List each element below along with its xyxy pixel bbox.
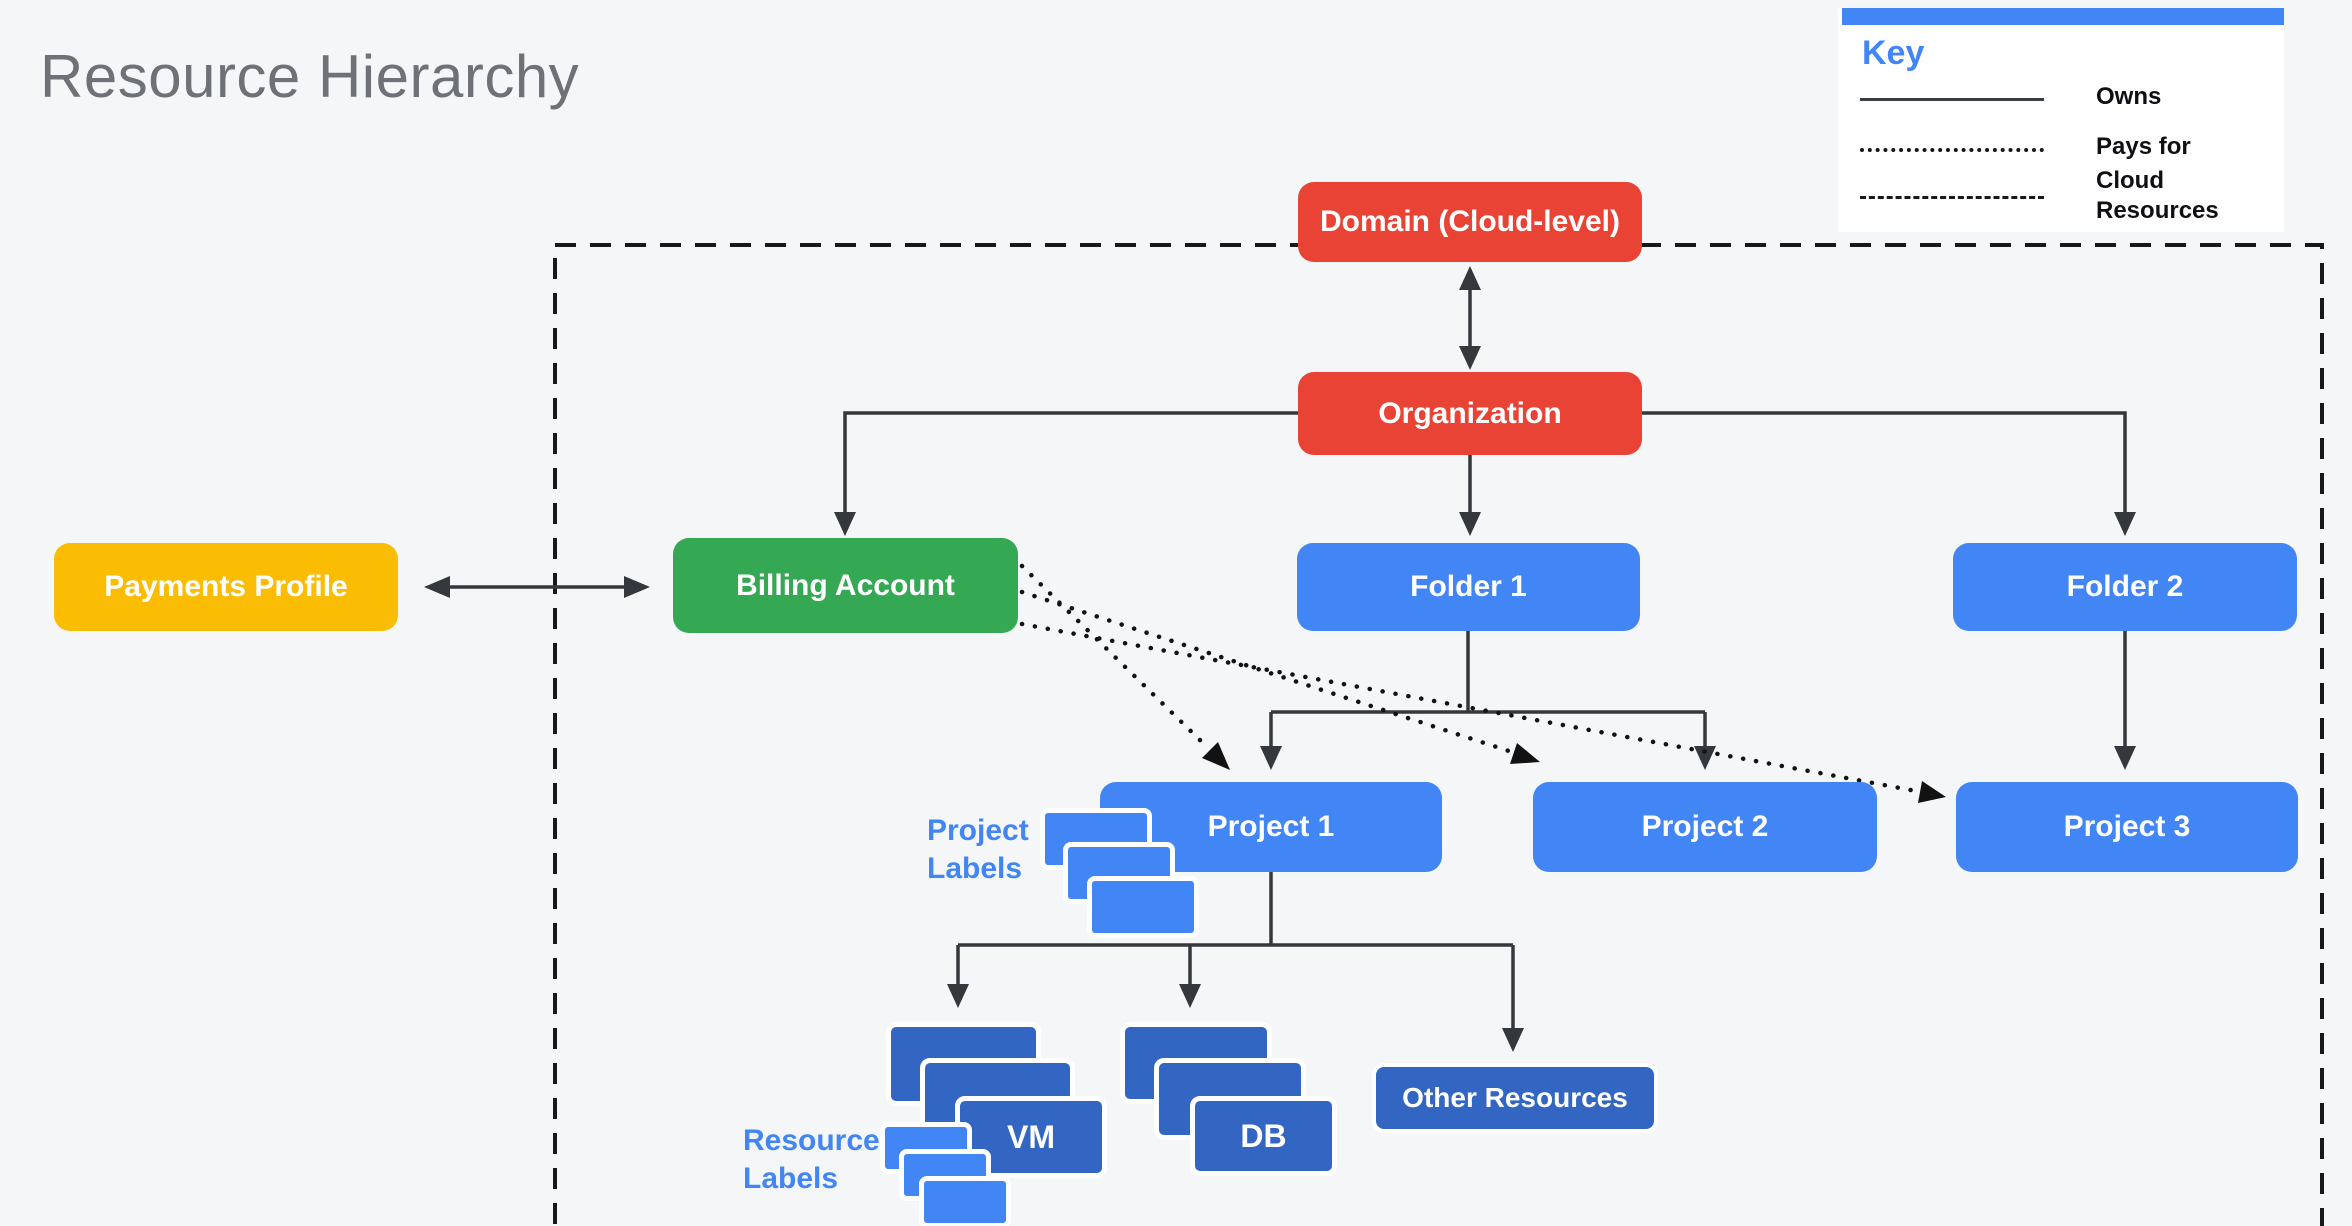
- project-labels-annotation: Project Labels: [927, 814, 1029, 885]
- legend-label-pays-for: Pays for: [2096, 133, 2191, 160]
- folder-1-node: Folder 1: [1297, 543, 1640, 631]
- organization-node: Organization: [1298, 372, 1642, 455]
- legend-line-pays-for-icon: [1860, 148, 2044, 152]
- legend-label-cloud-resources: Cloud Resources: [2096, 167, 2219, 224]
- owns-connectors: [424, 266, 2136, 1052]
- pays-for-connectors: [1019, 563, 1946, 803]
- resource-label-tag-icon: [919, 1176, 1011, 1226]
- domain-node: Domain (Cloud-level): [1298, 182, 1642, 262]
- project-2-node: Project 2: [1533, 782, 1877, 872]
- key-panel: Key Owns Pays for Cloud Resources: [1838, 8, 2284, 232]
- project-3-node: Project 3: [1956, 782, 2298, 872]
- project-label-tag-icon: [1040, 808, 1152, 870]
- key-title: Key: [1862, 34, 1925, 72]
- legend-line-cloud-resources-icon: [1860, 196, 2044, 199]
- key-accent-bar: [1842, 8, 2284, 25]
- db-node: DB: [1190, 1096, 1337, 1176]
- resource-labels-annotation: Resource Labels: [743, 1124, 880, 1195]
- other-resources-node: Other Resources: [1372, 1063, 1658, 1133]
- legend-label-owns: Owns: [2096, 83, 2162, 110]
- billing-account-node: Billing Account: [673, 538, 1018, 633]
- folder-2-node: Folder 2: [1953, 543, 2297, 631]
- page-title: Resource Hierarchy: [40, 43, 580, 110]
- payments-profile-node: Payments Profile: [54, 543, 398, 631]
- legend-line-owns-icon: [1860, 98, 2044, 101]
- project-label-tag-icon: [1087, 876, 1199, 938]
